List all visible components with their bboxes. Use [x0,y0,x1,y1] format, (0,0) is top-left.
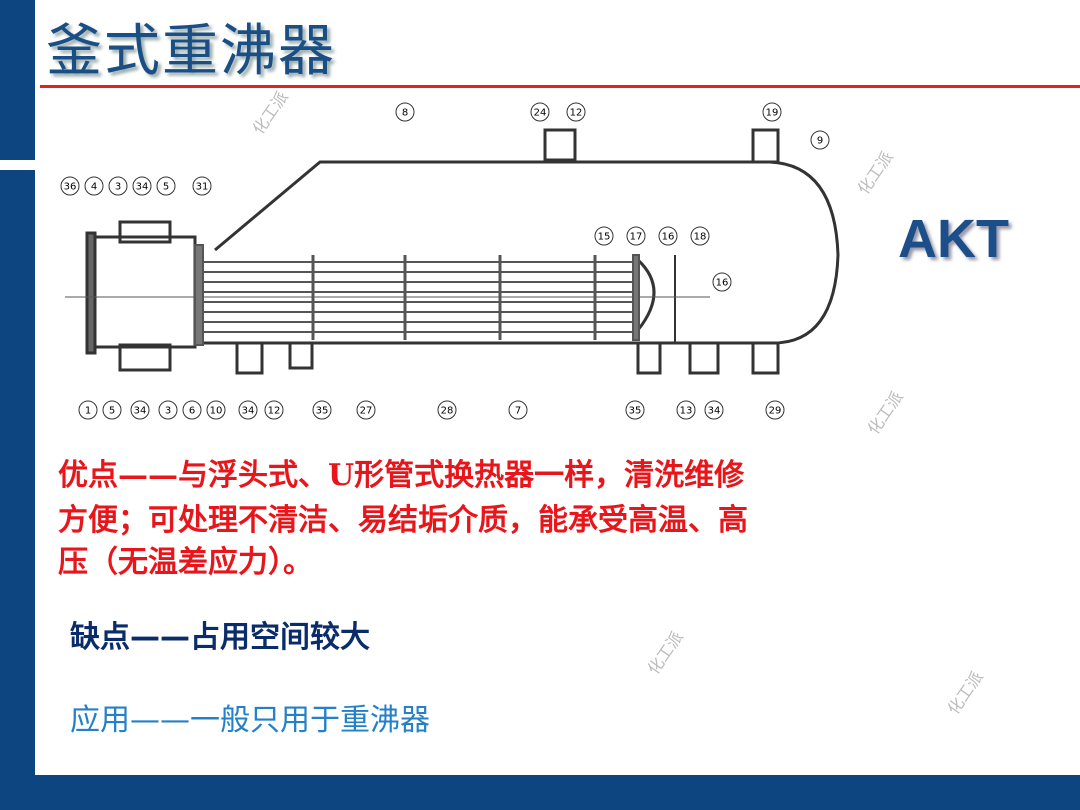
callout-number: 9 [817,136,823,147]
callout-circle [60,176,80,196]
advantages-line-2: 方便；可处理不清洁、易结垢介质，能承受高温、高 [58,503,748,538]
callout-number: 19 [766,108,779,119]
callout-number: 36 [64,182,77,193]
callout-number: 17 [630,232,643,243]
callout-number: 16 [662,232,675,243]
callout-number: 3 [165,406,171,417]
callout-circle [690,226,710,246]
callout-circle [264,400,284,420]
callout-number: 18 [694,232,707,243]
callout-number: 4 [91,182,97,193]
callout-circle [676,400,696,420]
callout-number: 29 [769,406,782,417]
callout-circle [810,130,830,150]
bottom-frame-bar [35,775,1080,810]
callout-circle [762,102,782,122]
callout-number: 3 [115,182,121,193]
callout-circle [156,176,176,196]
callout-number: 27 [360,406,373,417]
callout-number: 24 [534,108,547,119]
tube-bundle [65,244,710,346]
callout-circle [566,102,586,122]
slide-title: 釜式重沸器 [46,19,336,84]
callout-circle [130,400,150,420]
callout-circle [78,400,98,420]
callout-circle [192,176,212,196]
callout-circle [594,226,614,246]
left-frame-bar-bottom [0,170,35,810]
callout-number: 35 [629,406,642,417]
callout-number: 28 [441,406,454,417]
callout-circle [626,226,646,246]
callout-number: 34 [134,406,147,417]
callout-number: 34 [708,406,721,417]
callout-number: 34 [242,406,255,417]
callout-number: 5 [109,406,115,417]
callout-circle [312,400,332,420]
callout-number: 8 [402,108,408,119]
disadvantage-text: 缺点——占用空间较大 [70,620,370,655]
advantages-line-3: 压（无温差应力）。 [58,545,313,580]
callout-circle [437,400,457,420]
callout-circle [238,400,258,420]
callout-circle [530,102,550,122]
callout-number: 35 [316,406,329,417]
callout-circle [625,400,645,420]
callout-number: 10 [210,406,223,417]
callout-circle [356,400,376,420]
callout-number: 16 [716,278,729,289]
callout-number: 7 [515,406,521,417]
callout-number: 12 [570,108,583,119]
callout-circle [658,226,678,246]
callout-circle [206,400,226,420]
title-divider [40,85,1080,88]
callout-circle [182,400,202,420]
callout-circle [158,400,178,420]
application-text: 应用——一般只用于重沸器 [70,703,430,738]
callout-number: 6 [189,406,195,417]
callout-circle [84,176,104,196]
callout-circle [108,176,128,196]
callout-circle [102,400,122,420]
callout-number: 5 [163,182,169,193]
callout-circle [132,176,152,196]
callout-number: 15 [598,232,611,243]
tema-type-label: AKT [898,209,1009,269]
callout-number: 31 [196,182,209,193]
left-frame-bar-top [0,0,35,160]
callout-circle [704,400,724,420]
callout-number: 12 [268,406,281,417]
callout-circle [712,272,732,292]
callout-number: 13 [680,406,693,417]
advantages-line-1: 优点——与浮头式、U形管式换热器一样，清洗维修 [58,458,745,493]
callout-circle [765,400,785,420]
callout-number: 1 [85,406,91,417]
callout-circle [395,102,415,122]
callout-circle [508,400,528,420]
callout-number: 34 [136,182,149,193]
